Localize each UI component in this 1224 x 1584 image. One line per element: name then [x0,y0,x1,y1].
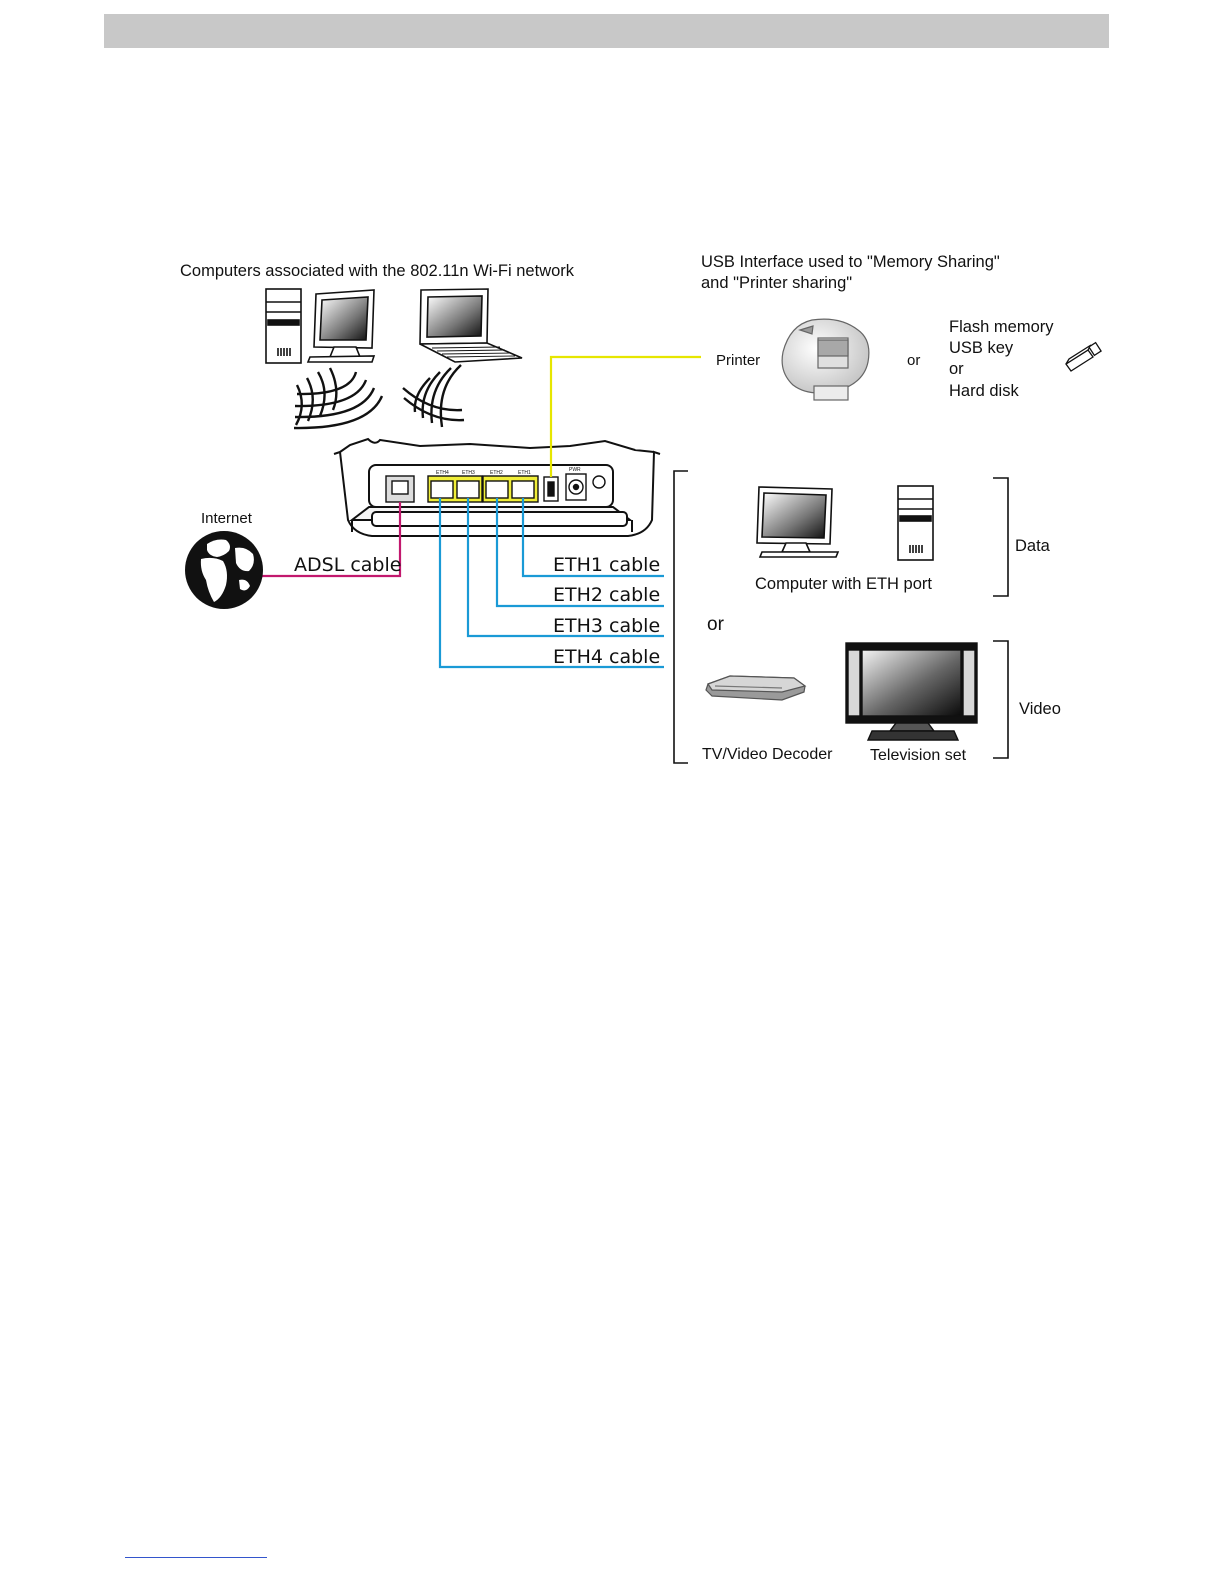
video-bracket-label: Video [1019,700,1061,718]
usb-key-icon [1065,341,1102,372]
storage-line4: Hard disk [949,382,1019,400]
video-decoder-icon [705,675,807,701]
devices-group-bracket [673,470,688,764]
power-port-icon [565,473,606,501]
usb-caption-line1: USB Interface used to "Memory Sharing" [701,253,1000,271]
wifi-caption: Computers associated with the 802.11n Wi… [180,262,575,280]
adsl-cable-label: ADSL cable [294,554,401,576]
port-label-eth4: ETH4 [436,470,449,476]
eth3-cable-label: ETH3 cable [553,615,660,637]
adsl-cable [262,502,402,578]
decoder-label: TV/Video Decoder [702,746,833,763]
data-bracket [993,477,1009,597]
desktop-computer-icon [265,288,376,364]
header-bar [104,14,1109,48]
adsl-port-icon [385,475,415,503]
or-label-usb: or [907,352,920,369]
usb-caption-line2: and "Printer sharing" [701,274,852,292]
port-label-eth1: ETH1 [518,470,531,476]
eth1-cable-label: ETH1 cable [553,554,660,576]
port-label-eth2: ETH2 [490,470,503,476]
eth4-cable-label: ETH4 cable [553,646,660,668]
footnote-rule [125,1557,267,1558]
tv-label: Television set [870,747,967,764]
laptop-computer-icon [419,288,523,363]
data-caption: Computer with ETH port [755,575,932,593]
eth2-cable-label: ETH2 cable [553,584,660,606]
usb-port-icon [543,476,559,502]
globe-icon [185,531,263,609]
storage-line2: USB key [949,339,1014,357]
storage-line3: or [949,360,964,378]
power-label: PWR [569,467,581,473]
ethernet-ports-icon [427,475,539,503]
eth-tower-icon [897,485,934,561]
storage-line1: Flash memory [949,318,1054,336]
usb-cable [549,355,701,477]
printer-label: Printer [716,352,760,369]
eth-cables [438,498,664,669]
data-bracket-label: Data [1015,537,1051,555]
port-label-eth3: ETH3 [462,470,475,476]
or-between-groups: or [707,614,725,635]
video-bracket [993,640,1009,759]
television-icon [845,642,978,741]
internet-label: Internet [201,510,253,527]
eth-monitor-icon [756,486,840,558]
printer-icon [781,318,870,401]
wifi-waves-icon [293,364,465,430]
